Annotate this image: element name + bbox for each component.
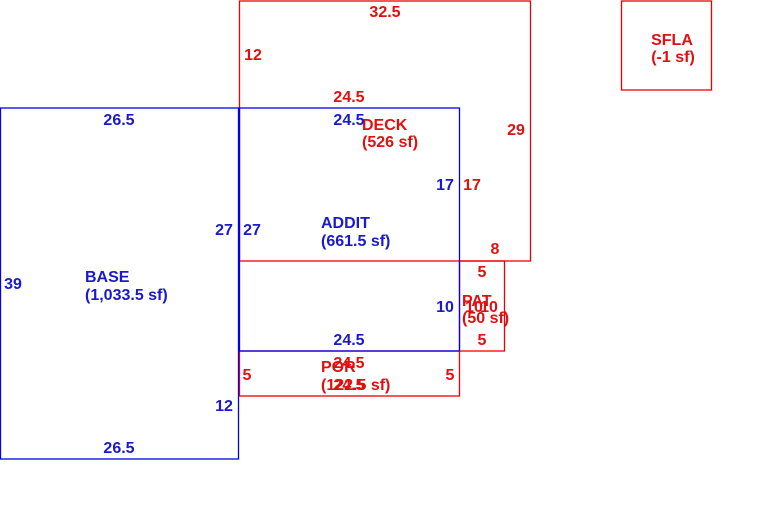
por-area: (122.5 sf) (321, 377, 390, 394)
base-right-upper-dim: 27 (215, 222, 233, 239)
base-outline (0, 107, 240, 460)
addit-left-dim: 27 (243, 222, 261, 239)
por-top-dim: 24.5 (333, 355, 364, 372)
pat-area: (50 sf) (462, 310, 509, 327)
addit-right-lower-dim: 10 (436, 299, 454, 316)
addit-top-dim: 24.5 (333, 112, 364, 129)
deck-top-dim: 32.5 (369, 4, 400, 21)
por-name: POR (321, 359, 356, 376)
base-top-dim: 26.5 (103, 112, 134, 129)
addit-outline (238, 107, 461, 352)
pat-name: PAT (462, 293, 492, 310)
base-bottom-dim: 26.5 (103, 440, 134, 457)
deck-bottom-dim: 8 (491, 241, 500, 258)
base-area: (1,033.5 sf) (85, 287, 168, 304)
sfla-name: SFLA (651, 32, 693, 49)
addit-area: (661.5 sf) (321, 233, 390, 250)
base-right-lower-dim: 12 (215, 398, 233, 415)
deck-inner-top-dim: 24.5 (333, 89, 364, 106)
pat-bottom-dim: 5 (478, 332, 487, 349)
por-bottom-dim: 24.5 (333, 377, 364, 394)
pat-left-dim: 10 (465, 299, 483, 316)
deck-right-dim: 29 (507, 122, 525, 139)
sfla-outline (620, 0, 713, 91)
base-left-dim: 39 (4, 276, 22, 293)
por-left-dim: 5 (243, 367, 252, 384)
addit-bottom-dim: 24.5 (333, 332, 364, 349)
por-right-dim: 5 (446, 367, 455, 384)
base-name: BASE (85, 269, 130, 286)
pat-right-dim: 10 (480, 299, 498, 316)
deck-area: (526 sf) (362, 134, 418, 151)
addit-name: ADDIT (321, 215, 370, 232)
addit-right-upper-dim: 17 (436, 177, 454, 194)
sfla-area: (-1 sf) (651, 49, 695, 66)
pat-top-dim: 5 (478, 264, 487, 281)
deck-left-dim: 12 (244, 47, 262, 64)
deck-name: DECK (362, 117, 408, 134)
deck-inner-right-dim: 17 (463, 177, 481, 194)
